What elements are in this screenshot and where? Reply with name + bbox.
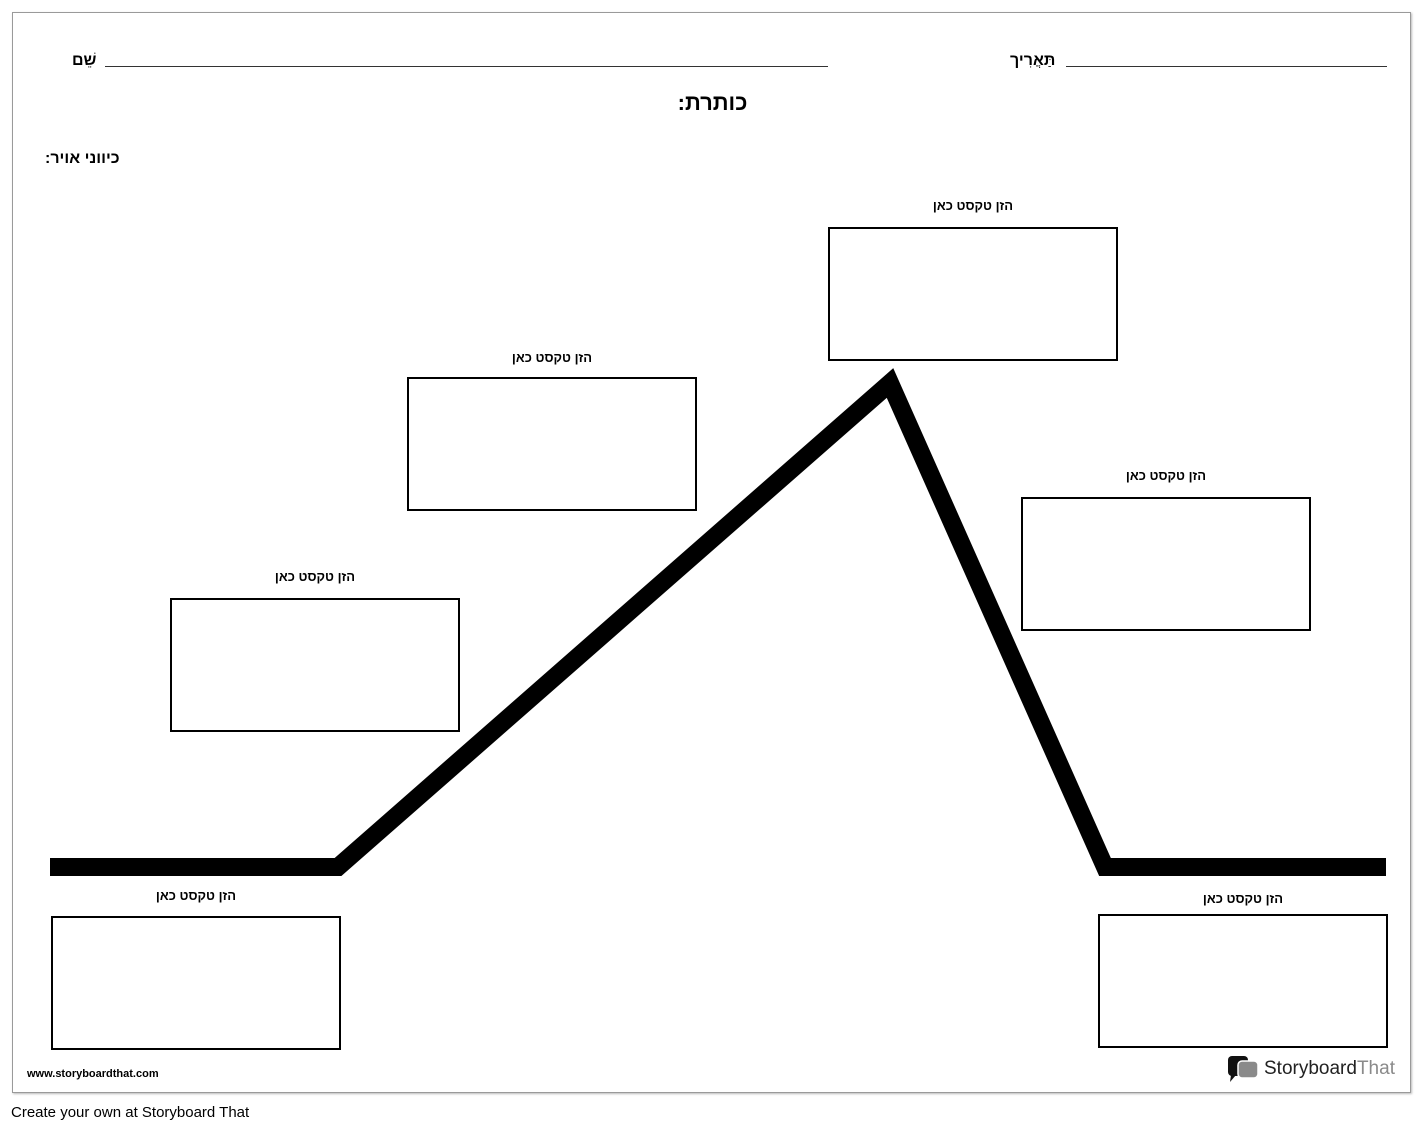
- subtitle-label: כיווני אויר:: [45, 150, 120, 167]
- box-label-climax: הזן טקסט כאן: [932, 198, 1014, 213]
- speech-bubbles-icon: [1228, 1056, 1259, 1082]
- date-label: תַּאֲרִיך: [1010, 52, 1056, 69]
- box-label-rising-action-2: הזן טקסט כאן: [511, 350, 593, 365]
- text-box-falling-action[interactable]: [1021, 497, 1311, 631]
- text-box-resolution[interactable]: [1098, 914, 1388, 1048]
- text-box-rising-action-2[interactable]: [407, 377, 697, 511]
- box-label-resolution: הזן טקסט כאן: [1202, 891, 1284, 906]
- text-box-climax[interactable]: [828, 227, 1118, 361]
- plot-arc: [50, 368, 1386, 876]
- date-field-line[interactable]: [1066, 66, 1387, 67]
- box-label-rising-action: הזן טקסט כאן: [274, 569, 356, 584]
- storyboardthat-logo: StoryboardThat: [1228, 1056, 1395, 1082]
- name-label: שֵׁם: [72, 52, 97, 69]
- text-box-rising-action[interactable]: [170, 598, 460, 732]
- text-box-exposition[interactable]: [51, 916, 341, 1050]
- logo-text-that: That: [1356, 1058, 1395, 1079]
- box-label-falling-action: הזן טקסט כאן: [1125, 468, 1207, 483]
- name-field-line[interactable]: [105, 66, 828, 67]
- create-your-own-link[interactable]: Create your own at Storyboard That: [11, 1104, 250, 1121]
- logo-text-storyboard: Storyboard: [1264, 1058, 1357, 1079]
- website-url: www.storyboardthat.com: [27, 1068, 159, 1080]
- box-label-exposition: הזן טקסט כאן: [155, 888, 237, 903]
- worksheet-title: כותרת:: [677, 90, 748, 115]
- worksheet-frame: [12, 12, 1411, 1093]
